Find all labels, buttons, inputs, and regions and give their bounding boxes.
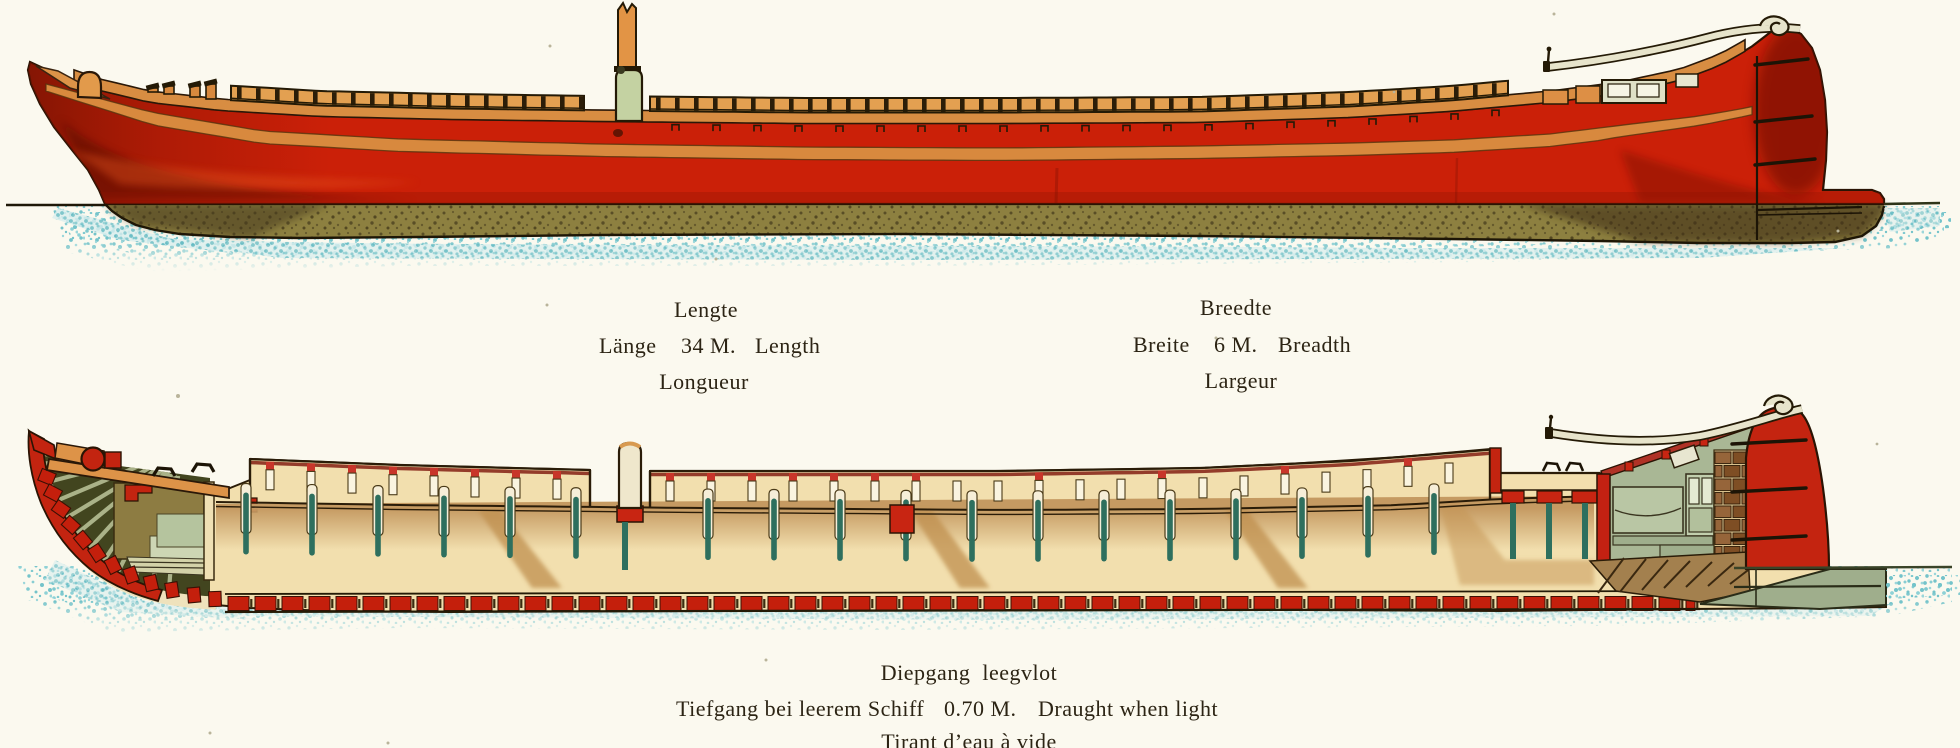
svg-text:Tirant d’eau à vide: Tirant d’eau à vide — [881, 729, 1056, 748]
svg-text:Draught when light: Draught when light — [1038, 696, 1218, 721]
svg-text:Breadth: Breadth — [1278, 332, 1351, 357]
svg-text:Largeur: Largeur — [1205, 368, 1278, 393]
svg-text:6 M.: 6 M. — [1214, 332, 1258, 357]
svg-text:Breite: Breite — [1133, 332, 1190, 357]
svg-text:Länge: Länge — [599, 333, 656, 358]
svg-text:Tiefgang bei leerem Schiff: Tiefgang bei leerem Schiff — [676, 696, 924, 721]
svg-text:Longueur: Longueur — [659, 369, 749, 394]
svg-text:Length: Length — [755, 333, 820, 358]
svg-text:Breedte: Breedte — [1200, 295, 1272, 320]
svg-text:0.70 M.: 0.70 M. — [944, 696, 1017, 721]
svg-text:34 M.: 34 M. — [681, 333, 736, 358]
svg-text:Lengte: Lengte — [674, 297, 738, 322]
svg-text:Diepgang leegvlot: Diepgang leegvlot — [881, 660, 1057, 685]
